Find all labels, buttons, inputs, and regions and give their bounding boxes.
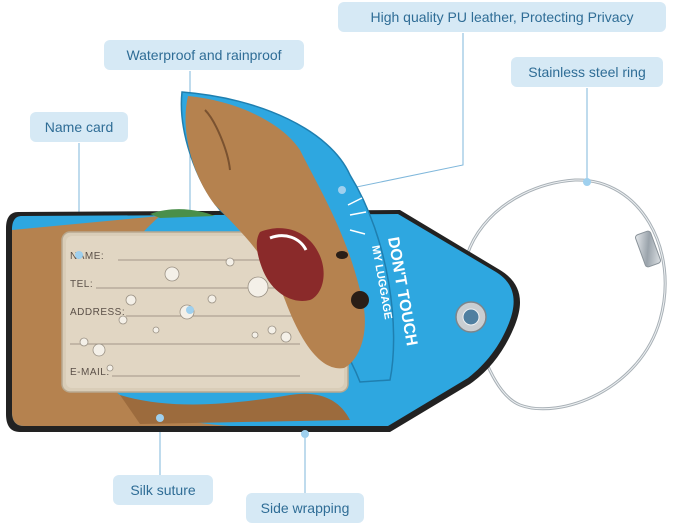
callout-silk-suture: Silk suture [113,475,213,505]
card-address-label: ADDRESS: [70,307,125,318]
card-tel-label: TEL: [70,279,93,290]
eyelet [455,301,487,333]
steel-ring [461,178,667,411]
callout-anchor-dots [75,178,591,438]
callout-waterproof: Waterproof and rainproof [104,40,304,70]
callout-privacy: High quality PU leather, Protecting Priv… [338,2,666,32]
card-name-label: NAME: [70,251,104,262]
callout-name-card: Name card [30,112,128,142]
callout-side-wrapping: Side wrapping [246,493,364,523]
card-email-label: E-MAIL: [70,367,110,378]
callout-steel-ring: Stainless steel ring [511,57,663,87]
